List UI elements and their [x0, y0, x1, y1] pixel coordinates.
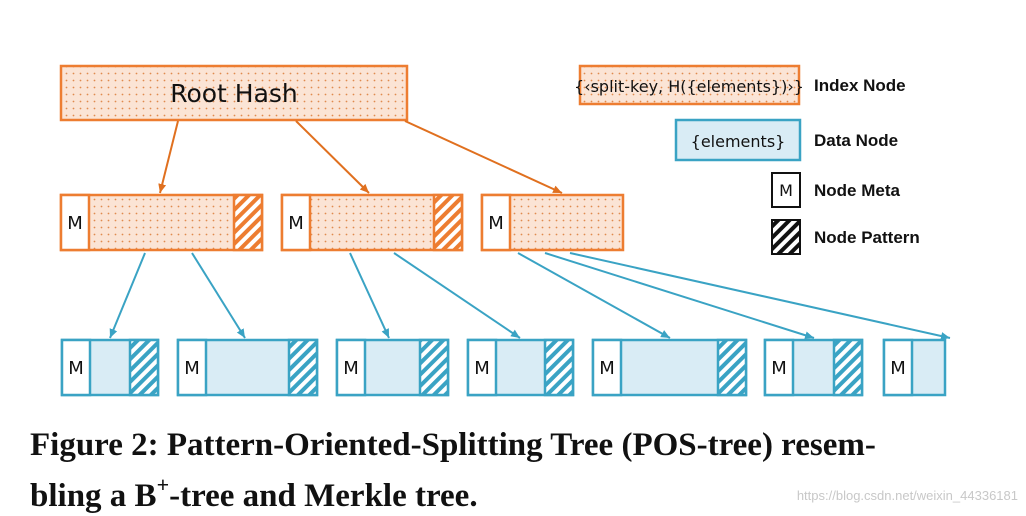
- meta-label: M: [890, 358, 906, 379]
- arrow-index-data-1: [109, 252, 146, 339]
- data-node-5: M: [591, 338, 748, 397]
- meta-label: M: [599, 358, 615, 379]
- legend-data-node: {elements} Data Node: [674, 118, 898, 162]
- caption-line-2-post: -tree and Merkle tree.: [169, 478, 478, 514]
- meta-label: M: [67, 213, 83, 234]
- meta-label: M: [184, 358, 200, 379]
- node-pattern-box: [832, 338, 864, 397]
- arrow-index-data-5: [517, 252, 671, 339]
- node-pattern-box: [232, 193, 264, 252]
- data-node-4: M: [466, 338, 575, 397]
- meta-label: M: [474, 358, 490, 379]
- arrow-root-index-1: [158, 120, 179, 194]
- node-meta-box: [60, 338, 92, 397]
- arrow-index-data-4: [393, 252, 521, 339]
- meta-label: M: [343, 358, 359, 379]
- arrow-index-data-7: [569, 252, 951, 340]
- node-pattern-box: [287, 338, 319, 397]
- arrow-root-index-3: [404, 120, 563, 194]
- legend-data-sample: {elements}: [691, 132, 786, 151]
- arrow-root-index-2: [295, 120, 370, 194]
- node-pattern-box: [543, 338, 575, 397]
- node-pattern-box: [432, 193, 464, 252]
- node-pattern-box: [418, 338, 450, 397]
- node-meta-box: [280, 193, 312, 252]
- node-meta-box: [466, 338, 498, 397]
- meta-label: M: [771, 358, 787, 379]
- figure-caption: Figure 2: Pattern-Oriented-Splitting Tre…: [30, 424, 1010, 516]
- node-meta-box: [480, 193, 512, 252]
- caption-line-2-pre: bling a B: [30, 478, 157, 514]
- index-node-1: M: [59, 193, 264, 252]
- data-node-7: M: [882, 338, 947, 397]
- node-meta-box: [176, 338, 208, 397]
- legend-node-pattern: Node Pattern: [771, 219, 920, 255]
- index-node-3: M: [480, 193, 625, 252]
- root-label: Root Hash: [170, 79, 298, 108]
- legend-pattern-label: Node Pattern: [814, 228, 920, 247]
- root-node: Root Hash: [59, 64, 409, 122]
- node-meta-box: [591, 338, 623, 397]
- meta-label: M: [488, 213, 504, 234]
- node-meta-box: [882, 338, 914, 397]
- arrow-index-data-6: [544, 252, 815, 340]
- meta-label: M: [68, 358, 84, 379]
- meta-label: M: [288, 213, 304, 234]
- node-meta-box: [335, 338, 367, 397]
- node-pattern-box: [128, 338, 160, 397]
- index-node-2: M: [280, 193, 464, 252]
- caption-superscript: +: [156, 472, 170, 497]
- caption-line-2: bling a B+-tree and Merkle tree.: [30, 466, 1010, 516]
- legend-index-sample: {‹split-key, H({elements})›}: [574, 77, 804, 96]
- node-meta-box: [59, 193, 91, 252]
- arrow-index-data-3: [349, 252, 390, 339]
- root-to-index-arrows: [158, 120, 563, 194]
- legend: {‹split-key, H({elements})›} Index Node …: [574, 64, 920, 255]
- data-node-6: M: [763, 338, 864, 397]
- legend-index-node: {‹split-key, H({elements})›} Index Node: [574, 64, 906, 106]
- index-to-data-arrows: [109, 252, 951, 340]
- watermark: https://blog.csdn.net/weixin_44336181: [796, 488, 1018, 503]
- legend-data-label: Data Node: [814, 131, 898, 150]
- legend-index-label: Index Node: [814, 76, 906, 95]
- data-node-2: M: [176, 338, 319, 397]
- arrow-index-data-2: [191, 252, 246, 339]
- data-node-1: M: [60, 338, 160, 397]
- legend-meta-label: Node Meta: [814, 181, 901, 200]
- node-meta-box: [763, 338, 795, 397]
- legend-node-meta: M Node Meta: [771, 172, 901, 208]
- data-node-3: M: [335, 338, 450, 397]
- legend-meta-sample: M: [779, 181, 793, 200]
- node-pattern-box: [716, 338, 748, 397]
- caption-line-1: Figure 2: Pattern-Oriented-Splitting Tre…: [30, 427, 876, 463]
